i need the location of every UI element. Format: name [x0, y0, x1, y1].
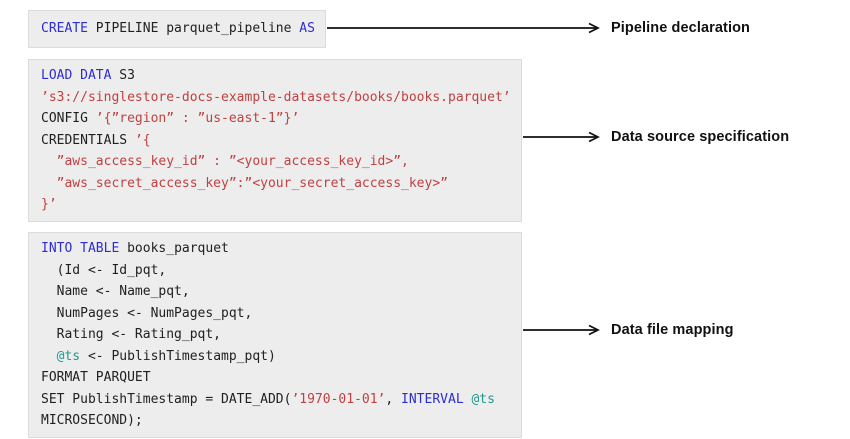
annotation-data-source-specification: Data source specification [611, 129, 790, 145]
code-line: LOAD DATA S3 [41, 68, 135, 83]
code-line: ”aws_secret_access_key”:”<your_secret_ac… [41, 175, 448, 191]
arrow-icon-mapping [523, 324, 600, 336]
code-line: }’ [41, 197, 57, 212]
code-line: @ts <- PublishTimestamp_pqt) [56, 348, 276, 364]
code-line: INTO TABLE books_parquet [41, 241, 229, 256]
code-line: ’s3://singlestore-docs-example-datasets/… [41, 89, 511, 105]
code-line: MICROSECOND); [41, 413, 143, 428]
code-line: CONFIG ’{”region” : ”us-east-1”}’ [41, 111, 300, 126]
arrow-icon-declaration [327, 22, 600, 34]
code-line: FORMAT PARQUET [41, 370, 151, 385]
code-line: NumPages <- NumPages_pqt, [41, 305, 253, 321]
code-line: SET PublishTimestamp = DATE_ADD(’1970-01… [41, 391, 495, 407]
code-block-data-source-specification: LOAD DATA S3 ’s3://singlestore-docs-examp… [28, 59, 522, 222]
code-line: CREDENTIALS ’{ [41, 132, 151, 148]
code-line: ”aws_access_key_id” : ”<your_access_key_… [41, 154, 409, 169]
annotation-data-file-mapping: Data file mapping [611, 322, 734, 338]
code-line: Rating <- Rating_pqt, [41, 327, 222, 342]
annotation-pipeline-declaration: Pipeline declaration [611, 20, 750, 36]
arrow-icon-source [523, 131, 600, 143]
code-line: Name <- Name_pqt, [41, 284, 190, 299]
code-block-data-file-mapping: INTO TABLE books_parquet (Id <- Id_pqt, … [28, 232, 522, 438]
code-line: (Id <- Id_pqt, [41, 262, 167, 278]
code-line: CREATE PIPELINE parquet_pipeline AS [41, 21, 315, 36]
code-block-pipeline-declaration: CREATE PIPELINE parquet_pipeline AS [28, 10, 326, 48]
